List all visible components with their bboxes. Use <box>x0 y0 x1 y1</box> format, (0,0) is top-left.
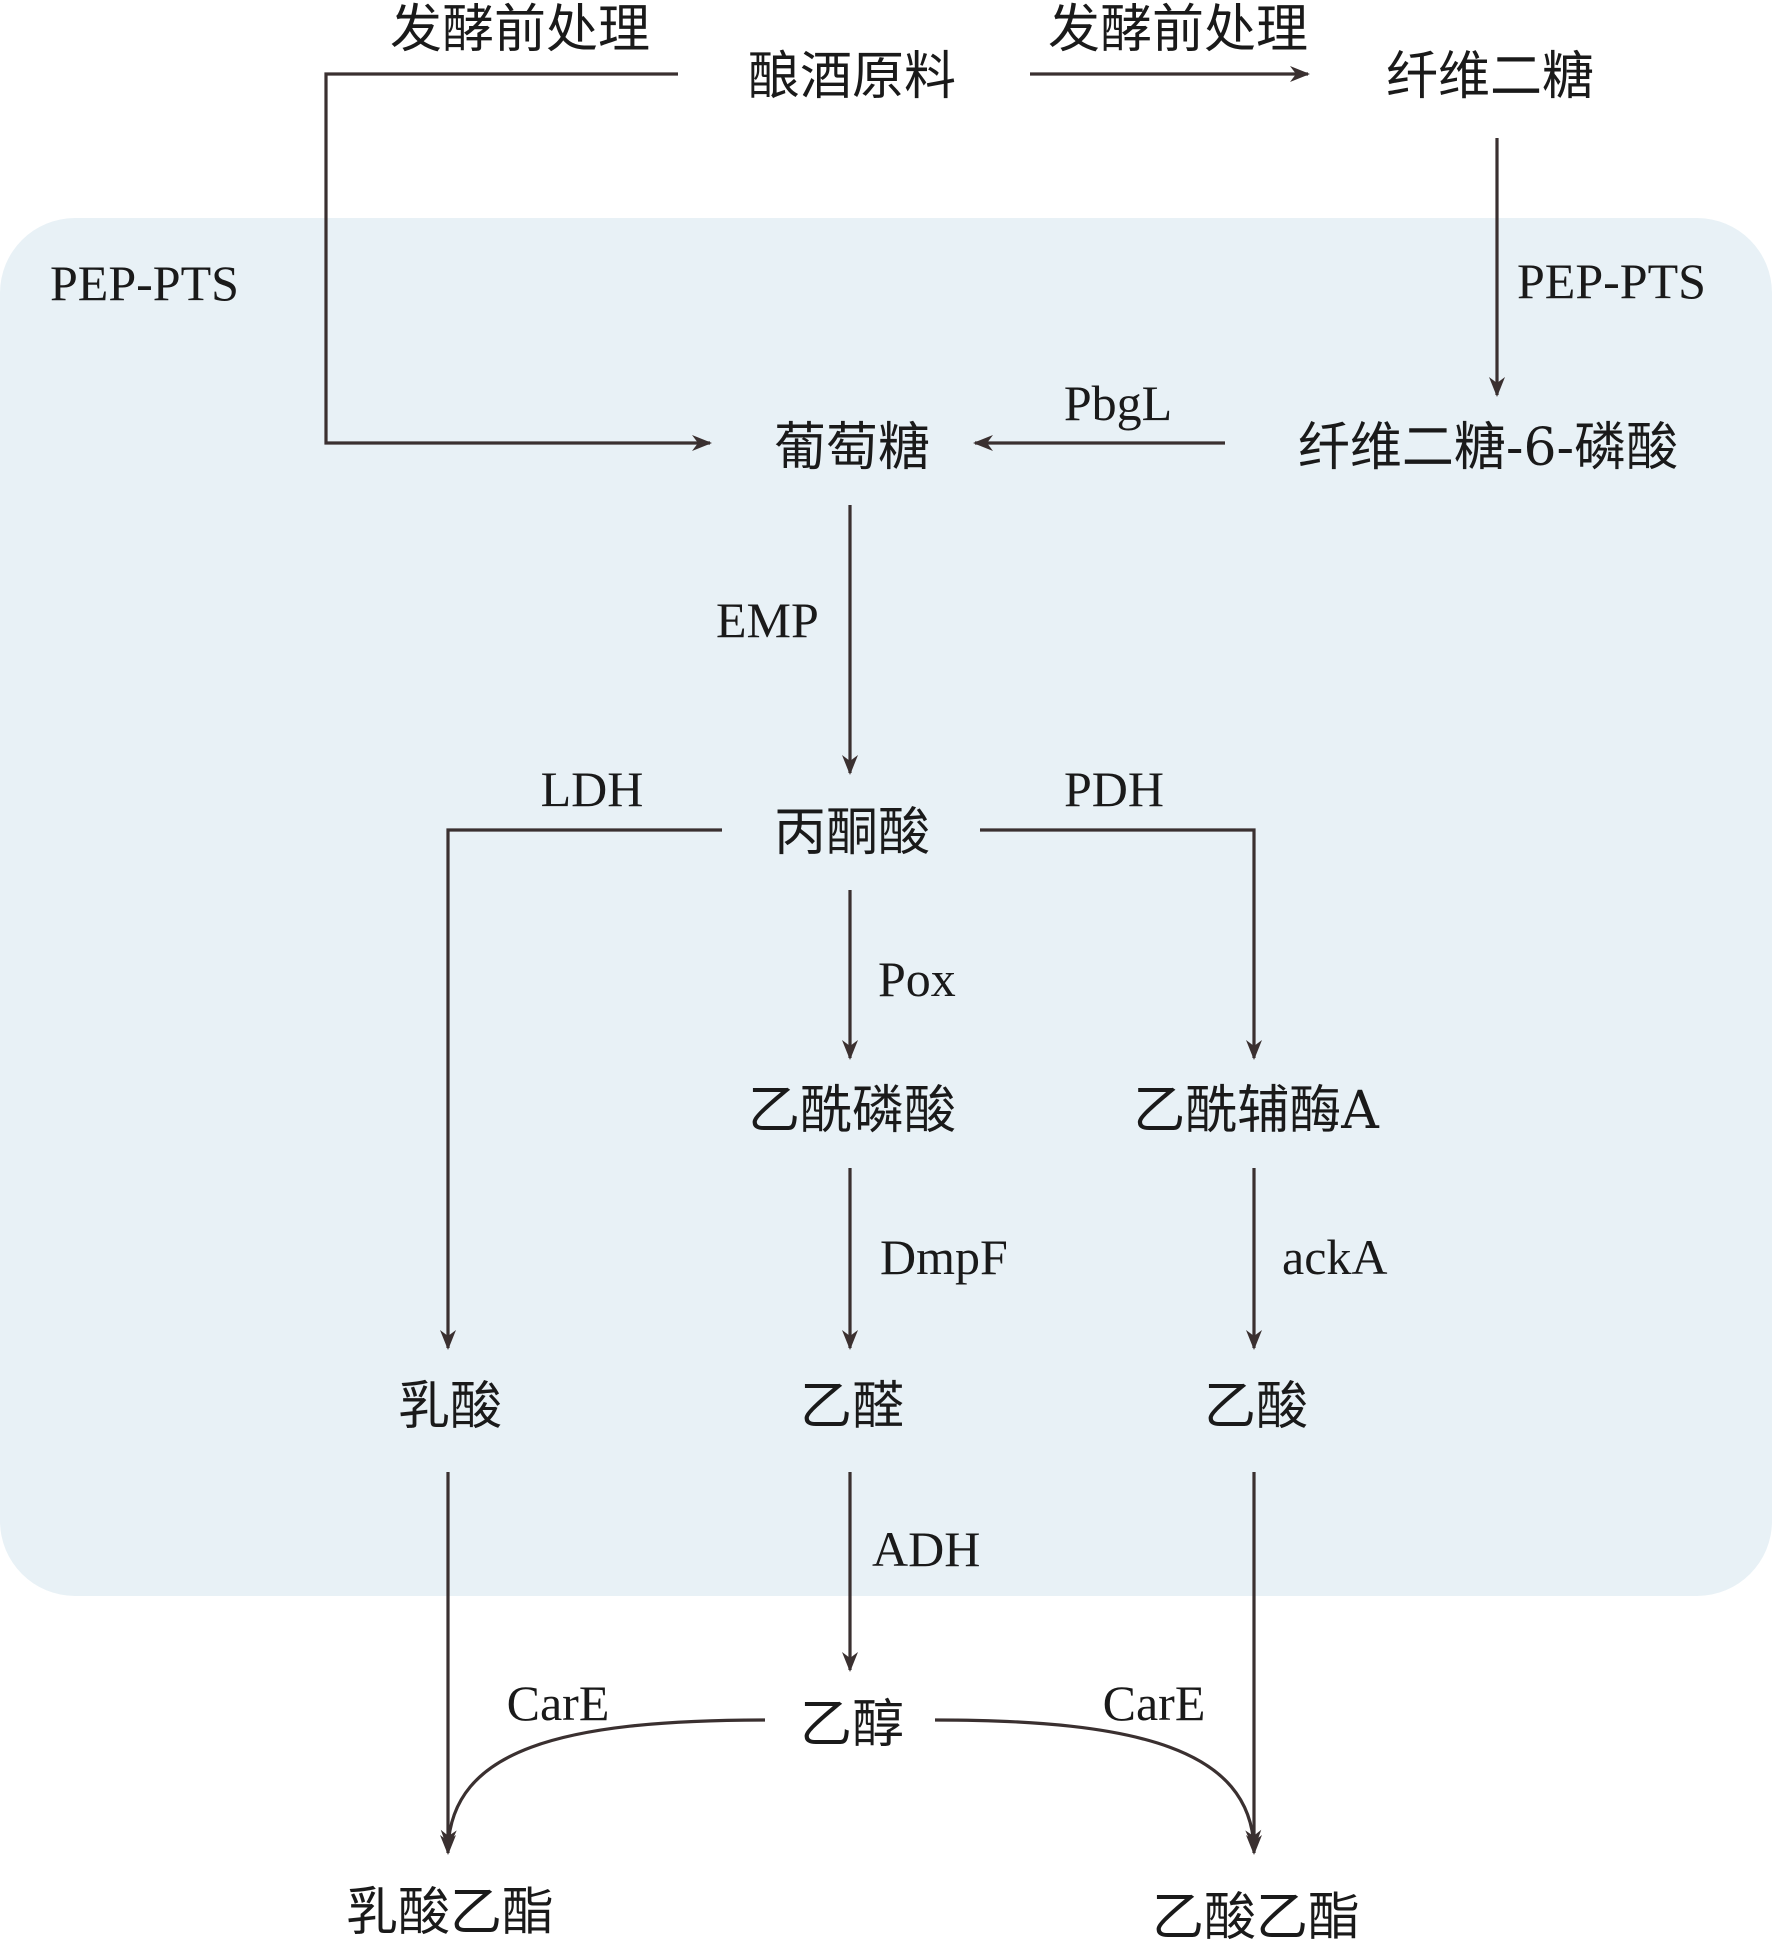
node-acetyl-coa: 乙酰辅酶A <box>1133 1081 1380 1141</box>
label-pep-pts-left: PEP-PTS <box>50 255 239 311</box>
label-care-right: CarE <box>1103 1675 1206 1731</box>
node-ethanol: 乙醇 <box>800 1695 904 1755</box>
node-acetyl-phosphate: 乙酰磷酸 <box>748 1081 956 1141</box>
node-cellobiose-6-phosphate: 纤维二糖-6-磷酸 <box>1298 418 1678 478</box>
edge-raw-to-glucose <box>324 72 712 451</box>
node-acetaldehyde: 乙醛 <box>800 1377 904 1437</box>
edge-ethanol-to-ethyllactate <box>440 1718 766 1850</box>
label-adh: ADH <box>872 1521 980 1577</box>
edges <box>324 66 1505 1855</box>
edge-pyruvate-to-acetylcoa <box>980 828 1262 1060</box>
label-ldh: LDH <box>541 761 644 817</box>
label-pbgl: PbgL <box>1064 375 1172 431</box>
node-ethyl-acetate: 乙酸乙酯 <box>1152 1888 1360 1947</box>
label-pdh: PDH <box>1064 761 1164 817</box>
edge-pyruvate-to-lactic <box>440 828 722 1350</box>
label-dmpf: DmpF <box>880 1229 1008 1285</box>
edge-labels: 发酵前处理 发酵前处理 PEP-PTS PEP-PTS PbgL EMP LDH… <box>50 0 1706 1731</box>
label-pretreat-left: 发酵前处理 <box>390 0 650 60</box>
cell-region <box>0 218 1772 1596</box>
nodes: 酿酒原料 纤维二糖 葡萄糖 纤维二糖-6-磷酸 丙酮酸 乙酰磷酸 乙酰辅酶A 乳… <box>346 47 1678 1947</box>
label-pep-pts-right: PEP-PTS <box>1517 253 1706 309</box>
node-pyruvate: 丙酮酸 <box>774 803 930 863</box>
node-acetic-acid: 乙酸 <box>1204 1377 1308 1437</box>
label-care-left: CarE <box>507 1675 610 1731</box>
edge-ethanol-to-ethylacetate <box>934 1718 1262 1850</box>
node-lactic-acid: 乳酸 <box>398 1377 502 1437</box>
node-ethyl-lactate: 乳酸乙酯 <box>346 1883 554 1943</box>
label-pretreat-right: 发酵前处理 <box>1048 0 1308 60</box>
node-raw-material: 酿酒原料 <box>748 47 956 107</box>
label-emp: EMP <box>716 592 819 648</box>
label-acka: ackA <box>1282 1229 1388 1285</box>
node-glucose: 葡萄糖 <box>774 418 930 478</box>
label-pox: Pox <box>878 951 956 1007</box>
node-cellobiose: 纤维二糖 <box>1386 47 1594 107</box>
